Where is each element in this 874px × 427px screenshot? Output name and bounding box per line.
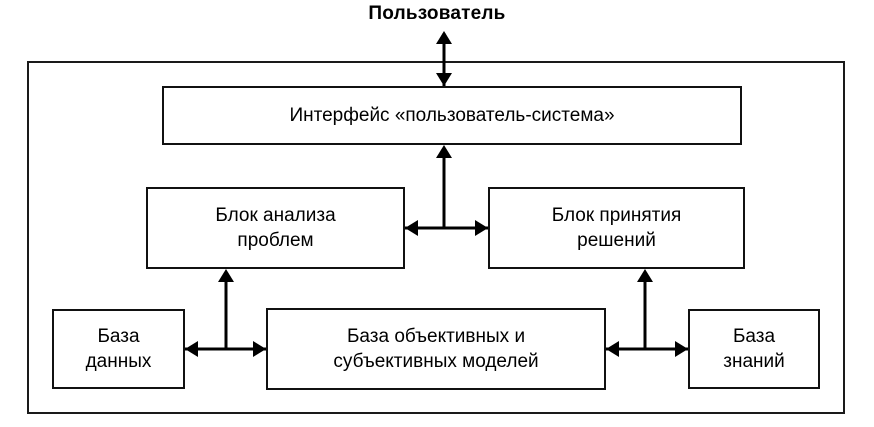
node-decision-making-block[interactable]: Блок принятия решений bbox=[488, 187, 745, 269]
node-database[interactable]: База данных bbox=[52, 309, 185, 389]
connector-line bbox=[643, 280, 647, 349]
connector-line bbox=[185, 347, 266, 351]
arrowhead-down-icon bbox=[436, 73, 452, 86]
external-actor-text: Пользователь bbox=[368, 3, 506, 24]
external-actor-label: Пользователь bbox=[0, 2, 874, 26]
arrowhead-left-icon bbox=[185, 341, 198, 357]
arrowhead-left-icon bbox=[405, 220, 418, 236]
arrowhead-right-icon bbox=[675, 341, 688, 357]
arrowhead-right-icon bbox=[475, 220, 488, 236]
arrowhead-up-icon bbox=[436, 145, 452, 158]
arrowhead-up-icon bbox=[637, 269, 653, 282]
connector-line bbox=[606, 347, 688, 351]
node-problem-analysis-block[interactable]: Блок анализа проблем bbox=[146, 187, 405, 269]
node-objective-subjective-models-base[interactable]: База объективных и субъективных моделей bbox=[266, 308, 606, 390]
node-knowledge-base[interactable]: База знаний bbox=[688, 309, 820, 389]
arrowhead-right-icon bbox=[253, 341, 266, 357]
arrowhead-left-icon bbox=[606, 341, 619, 357]
connector-line bbox=[442, 156, 446, 229]
arrowhead-up-icon bbox=[436, 31, 452, 44]
connector-line bbox=[442, 33, 446, 86]
connector-line bbox=[224, 280, 228, 349]
arrowhead-up-icon bbox=[218, 269, 234, 282]
connector-line bbox=[405, 226, 488, 230]
node-user-system-interface[interactable]: Интерфейс «пользователь-система» bbox=[162, 86, 742, 145]
system-boundary bbox=[27, 61, 845, 414]
